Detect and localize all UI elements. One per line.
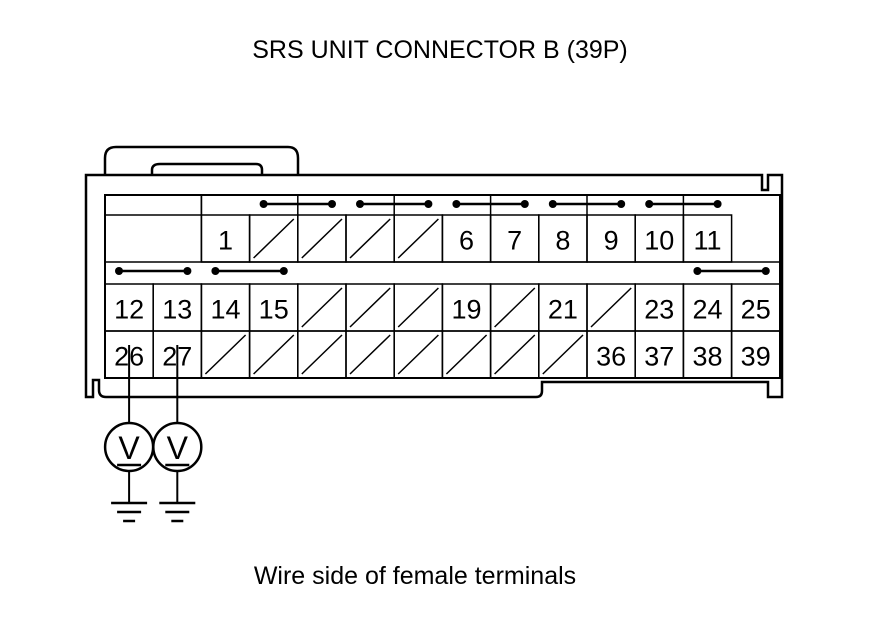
empty-cavity-slash: [301, 287, 343, 328]
empty-cavity-slash: [445, 334, 488, 375]
short-bar: [645, 200, 722, 208]
terminal-cell: [297, 214, 347, 263]
terminal-cell: 36: [586, 330, 636, 379]
diagram-title: SRS UNIT CONNECTOR B (39P): [252, 36, 628, 64]
terminal-number: 15: [259, 295, 289, 325]
terminal-number: 25: [741, 295, 771, 325]
short-bar: [356, 200, 433, 208]
terminal-number: 24: [692, 295, 722, 325]
terminal-number: 10: [644, 226, 674, 256]
ground-icon: [159, 471, 196, 523]
terminal-cell: [248, 330, 299, 379]
empty-cavity-slash: [590, 287, 632, 328]
terminal-cell: [345, 283, 395, 332]
short-bar: [693, 267, 770, 275]
empty-cavity-slash: [542, 334, 584, 375]
terminal-cell: [489, 330, 540, 379]
terminal-number: 37: [644, 342, 674, 372]
terminal-cell: 1: [200, 214, 251, 263]
empty-cavity-slash: [301, 218, 343, 259]
short-bar: [211, 267, 288, 275]
terminal-number: 21: [548, 295, 578, 325]
terminal-number: 8: [555, 226, 570, 256]
empty-cavity-slash: [397, 218, 439, 259]
empty-cavity-slash: [349, 334, 391, 375]
short-bar: [548, 200, 626, 208]
terminal-number: 11: [693, 226, 721, 256]
terminal-cell: 13: [152, 283, 203, 332]
terminal-cell: 24: [682, 283, 733, 332]
terminal-cell: [441, 330, 492, 379]
terminal-cell: 39: [730, 330, 781, 379]
terminal-cell: [393, 283, 444, 332]
terminal-number: 6: [459, 226, 474, 256]
empty-cavity-slash: [494, 287, 536, 328]
terminal-number: 36: [596, 342, 626, 372]
terminal-number: 14: [210, 295, 240, 325]
terminal-cell: 6: [441, 214, 492, 263]
empty-cavity-slash: [349, 218, 391, 259]
terminal-cell: [297, 330, 347, 379]
terminal-cell: 37: [634, 330, 685, 379]
terminal-number: 23: [644, 295, 674, 325]
terminal-cell: 11: [682, 214, 733, 263]
voltmeter-label: V: [118, 430, 140, 466]
empty-cavity-slash: [301, 334, 343, 375]
terminal-cell: 9: [586, 214, 636, 263]
empty-cavity-slash: [397, 334, 439, 375]
terminal-cell: 21: [538, 283, 588, 332]
empty-cavity-slash: [349, 287, 391, 328]
empty-cavity-slash: [253, 218, 295, 259]
short-bar: [452, 200, 529, 208]
terminal-number: 39: [741, 342, 771, 372]
terminal-cell: 14: [200, 283, 251, 332]
terminal-cell: 8: [538, 214, 588, 263]
terminal-cell: 25: [730, 283, 781, 332]
terminal-number: 13: [162, 295, 192, 325]
terminal-number: 7: [507, 226, 522, 256]
ground-icon: [111, 471, 148, 523]
empty-cavity-slash: [397, 287, 439, 328]
empty-cavity-slash: [204, 334, 247, 375]
voltmeter-symbol: V: [103, 345, 155, 523]
terminal-cell: [345, 330, 395, 379]
terminal-cell: 12: [104, 283, 154, 332]
terminal-cell: [586, 283, 636, 332]
terminal-cell: [393, 214, 444, 263]
short-bar: [259, 200, 336, 208]
terminal-cell: 23: [634, 283, 685, 332]
short-bars: [115, 200, 770, 275]
empty-cavity-slash: [494, 334, 536, 375]
terminal-cell: [248, 214, 299, 263]
terminal-number: 12: [114, 295, 144, 325]
terminal-number: 9: [604, 226, 619, 256]
terminal-cell: [393, 330, 444, 379]
terminal-cell: [345, 214, 395, 263]
connector-housing: [84, 145, 784, 399]
terminal-cell: 15: [248, 283, 299, 332]
terminal-cell: [297, 283, 347, 332]
terminal-cell: 38: [682, 330, 733, 379]
terminal-cell: [489, 283, 540, 332]
terminal-cell: 19: [441, 283, 492, 332]
terminal-cell: 10: [634, 214, 685, 263]
terminal-number: 1: [218, 226, 233, 256]
terminal-number: 38: [692, 342, 722, 372]
voltmeter-symbol: V: [152, 345, 203, 523]
terminal-cell: [538, 330, 588, 379]
top-header-strip: [105, 195, 780, 263]
short-bar: [115, 267, 192, 275]
terminal-number: 19: [451, 295, 481, 325]
voltmeter-label: V: [167, 430, 189, 466]
terminal-cell: [200, 330, 251, 379]
diagram-caption: Wire side of female terminals: [253, 562, 577, 590]
empty-cavity-slash: [253, 334, 295, 375]
terminal-cell: 7: [489, 214, 540, 263]
